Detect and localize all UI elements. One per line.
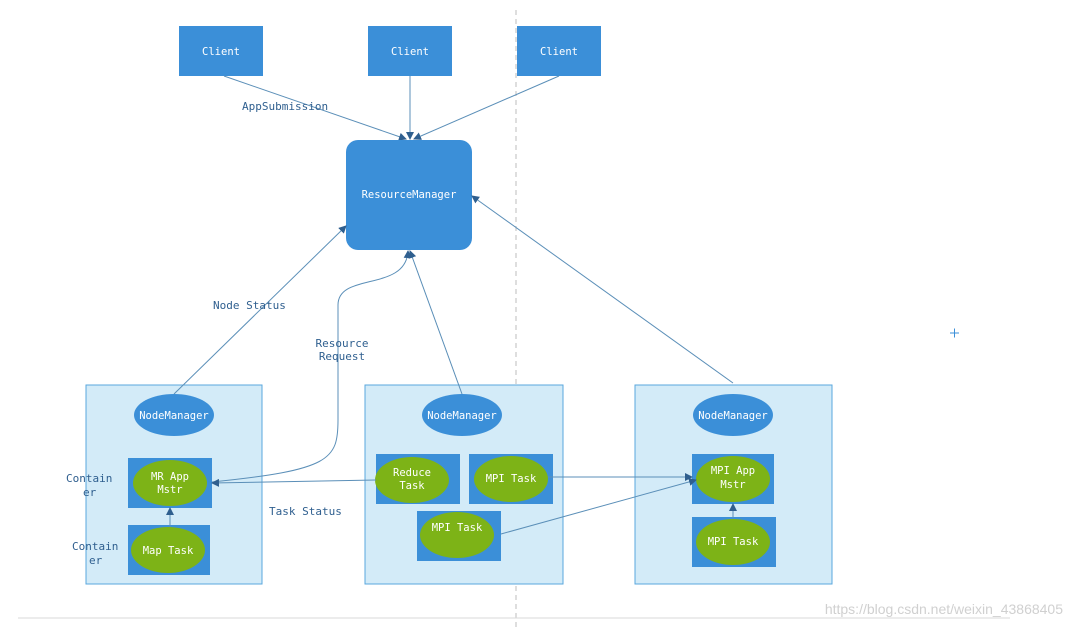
container-label-1a: Contain	[66, 472, 112, 485]
node-manager: NodeManager	[693, 394, 773, 436]
task-label-line1: MPI Task	[486, 473, 537, 485]
container-label-2a: Contain	[72, 540, 118, 553]
task-label-line2: Task	[399, 480, 425, 492]
reduce-task: Reduce Task	[375, 454, 460, 504]
task-label-line1: Reduce	[393, 467, 431, 479]
arrow-node-2-to-rm	[408, 250, 463, 395]
task-label-line1: MPI Task	[432, 522, 483, 534]
arrow-reduce-to-mr-master	[211, 478, 377, 487]
client-label: Client	[202, 46, 240, 58]
mpi-task: MPI Task	[692, 517, 776, 567]
task-label-line1: MPI Task	[708, 536, 759, 548]
task-label-line2: Mstr	[157, 484, 182, 496]
resource-manager-box: ResourceManager	[346, 140, 472, 250]
mpi-app-master-task: MPI App Mstr	[692, 454, 774, 504]
client-label: Client	[540, 46, 578, 58]
node-status-label: Node Status	[213, 299, 286, 312]
node-manager: NodeManager	[422, 394, 502, 436]
client-box: Client	[179, 26, 263, 76]
watermark: https://blog.csdn.net/weixin_43868405	[824, 601, 1063, 617]
container-label-2b: er	[89, 554, 103, 567]
arrow-node-1-to-rm	[173, 225, 347, 395]
client-label: Client	[391, 46, 429, 58]
task-label-line2: Mstr	[720, 479, 745, 491]
mr-app-master-task: MR App Mstr	[128, 458, 212, 508]
node-manager: NodeManager	[134, 394, 214, 436]
app-submission-label: AppSubmission	[242, 100, 328, 113]
task-label-line1: MR App	[151, 471, 189, 483]
task-label-line1: MPI App	[711, 465, 755, 477]
mpi-task: MPI Task	[469, 454, 553, 504]
task-status-label: Task Status	[269, 505, 342, 518]
task-label-line1: Map Task	[143, 545, 194, 557]
arrow-client-1-to-rm	[223, 75, 407, 141]
client-box: Client	[368, 26, 452, 76]
resource-request-label-1: Resource	[316, 337, 369, 350]
arrow-mpi2-to-mpi-master	[500, 478, 697, 535]
node-manager-label: NodeManager	[427, 410, 497, 422]
arrow-client-3-to-rm	[413, 75, 560, 140]
resource-request-label-2: Request	[319, 350, 365, 363]
resource-manager-label: ResourceManager	[362, 189, 457, 201]
arrow-node-3-to-rm	[471, 195, 734, 384]
node-manager-label: NodeManager	[698, 410, 768, 422]
client-box: Client	[517, 26, 601, 76]
node-manager-label: NodeManager	[139, 410, 209, 422]
plus-icon	[950, 328, 959, 338]
mpi-task: MPI Task	[417, 511, 501, 561]
container-label-1b: er	[83, 486, 97, 499]
map-task: Map Task	[128, 525, 210, 575]
arrow-resource-request	[211, 250, 412, 483]
